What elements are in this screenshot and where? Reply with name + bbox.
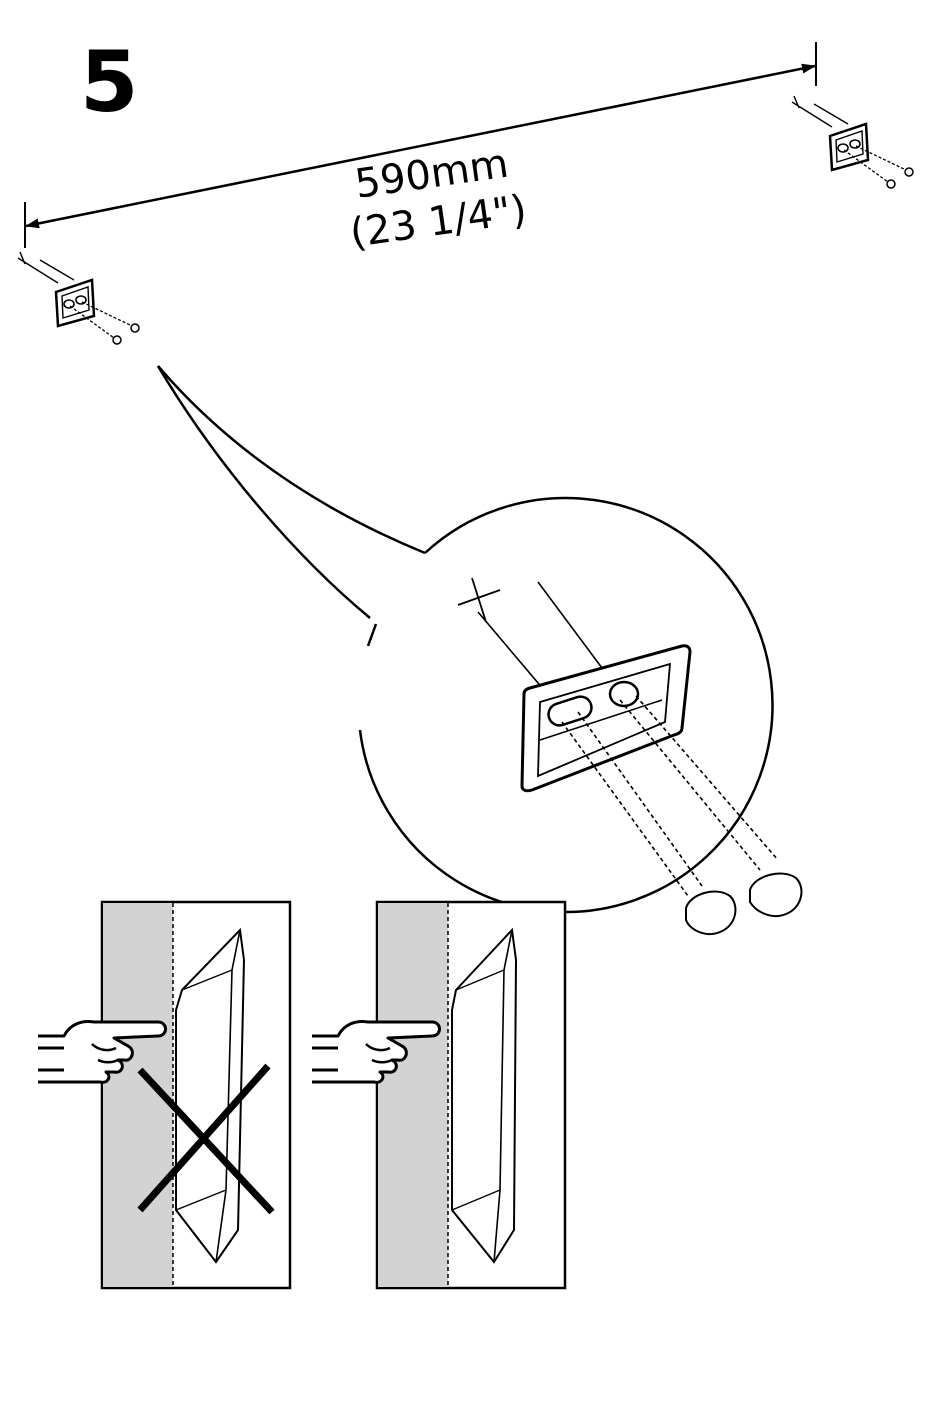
left-wall-bracket [18, 252, 139, 344]
correct-panel [377, 902, 565, 1288]
zoom-callout [158, 366, 772, 912]
right-wall-bracket [792, 96, 913, 188]
step-number: 5 [80, 40, 138, 124]
incorrect-panel [102, 902, 290, 1288]
detail-bracket [458, 578, 801, 934]
